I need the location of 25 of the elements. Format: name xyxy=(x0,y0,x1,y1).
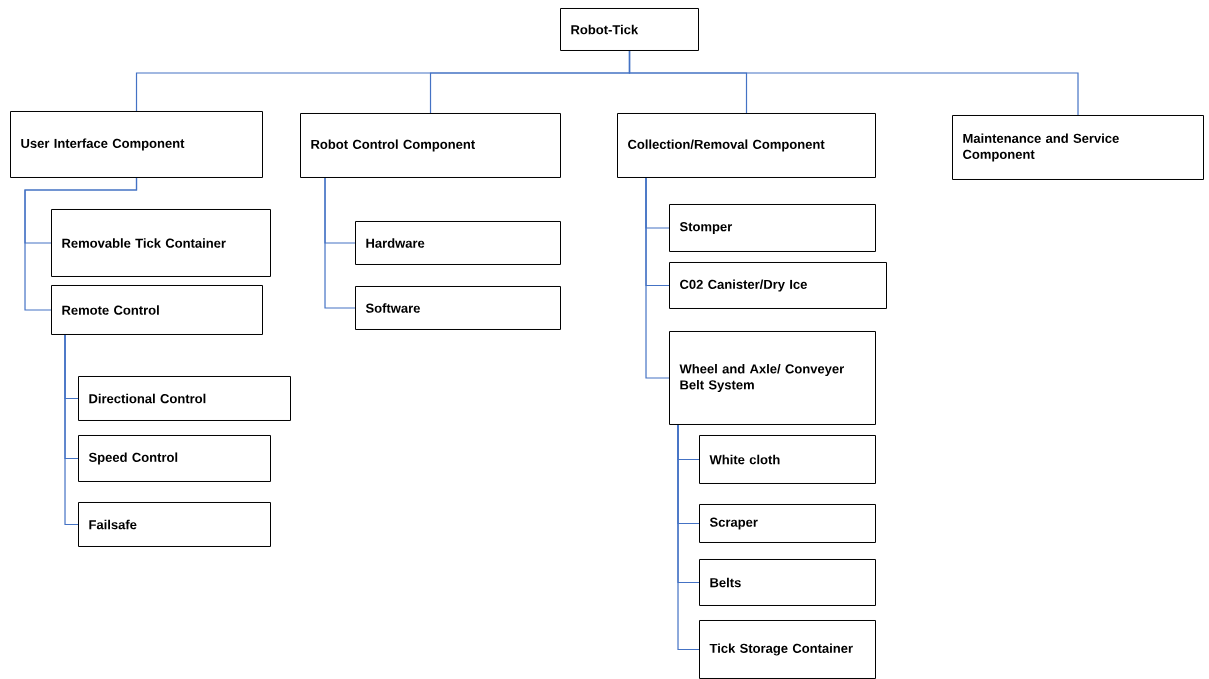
connector-line xyxy=(645,177,670,379)
component-box: Directional Control xyxy=(78,376,291,421)
connector-line xyxy=(628,50,1079,116)
component-box: Tick Storage Container xyxy=(699,620,876,679)
component-box: Maintenance and Service Component xyxy=(952,115,1204,180)
component-box: Remote Control xyxy=(51,285,263,335)
component-box: Belts xyxy=(699,559,876,606)
component-box: Robot Control Component xyxy=(300,113,561,178)
component-box: Wheel and Axle/ Conveyer Belt System xyxy=(669,331,876,425)
component-box: Failsafe xyxy=(78,502,271,547)
component-box: Removable Tick Container xyxy=(51,209,271,277)
component-box: Hardware xyxy=(355,221,561,265)
component-box: Stomper xyxy=(669,204,876,252)
connector-line xyxy=(64,334,79,526)
component-box: Speed Control xyxy=(78,435,271,482)
connector-line xyxy=(24,177,138,311)
component-box: Collection/Removal Component xyxy=(617,113,876,178)
connector-line xyxy=(324,177,356,309)
connector-line xyxy=(677,424,700,651)
component-box: White cloth xyxy=(699,435,876,484)
component-box: Scraper xyxy=(699,504,876,543)
component-box: User Interface Component xyxy=(10,111,263,178)
component-box: Software xyxy=(355,286,561,330)
component-box: C02 Canister/Dry Ice xyxy=(669,262,887,309)
root-box: Robot-Tick xyxy=(560,8,699,51)
